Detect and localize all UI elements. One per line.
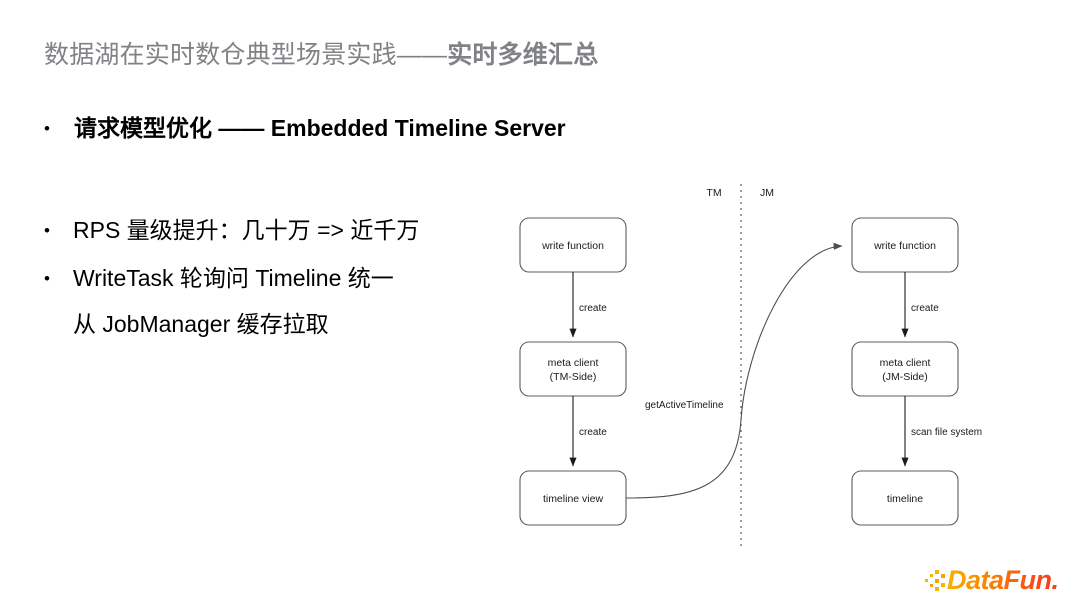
page-title-plain: 数据湖在实时数仓典型场景实践—— [44,41,448,69]
edge-label-tm-create-1: create [579,303,607,314]
page-title-accent: 实时多维汇总 [447,41,599,69]
architecture-diagram: TM JM write function create meta client … [519,184,982,548]
list-item-continuation: 从 JobManager 缓存拉取 [73,311,329,337]
bullet-marker-icon: • [44,119,50,138]
lane-label-jm: JM [760,187,774,199]
logo-wordmark: DataFun. [947,565,1059,595]
list-item-label: RPS 量级提升：几十万 => 近千万 [73,217,420,243]
node-tm-meta-client-label-1: meta client [548,357,599,369]
lane-label-tm: TM [706,187,721,199]
logo-dots-icon [925,570,945,591]
page-title: 数据湖在实时数仓典型场景实践——实时多维汇总 [44,38,598,72]
edge-get-active-timeline [625,242,843,499]
edge-label-tm-create-2: create [579,427,607,438]
node-tm-timeline-view-label: timeline view [543,493,604,505]
edge-label-jm-create: create [911,303,939,314]
list-item-label: WriteTask 轮询问 Timeline 统一 [73,265,394,291]
edge-label-get-active-timeline: getActiveTimeline [645,400,724,411]
headline-bullet-row: • 请求模型优化 —— Embedded Timeline Server [44,112,566,146]
node-jm-timeline-label: timeline [887,493,923,505]
datafun-logo: DataFun. [925,565,1070,599]
list-item: • RPS 量级提升：几十万 => 近千万 [44,207,419,255]
node-jm-write-function-label: write function [873,240,936,252]
node-tm-meta-client-label-2: (TM-Side) [550,371,597,383]
node-tm-write-function-label: write function [541,240,604,252]
node-jm-meta-client-label-2: (JM-Side) [882,371,928,383]
bullet-marker-icon: • [44,221,50,240]
edge-label-scan-file-system: scan file system [911,427,982,438]
node-jm-timeline [851,470,959,526]
node-tm-meta-client [519,341,627,397]
headline-text: 请求模型优化 —— Embedded Timeline Server [74,115,566,141]
node-jm-meta-client-label-1: meta client [880,357,931,369]
node-jm-meta-client [851,341,959,397]
bullet-marker-icon: • [44,269,50,288]
list-item: • WriteTask 轮询问 Timeline 统一 [44,255,394,303]
